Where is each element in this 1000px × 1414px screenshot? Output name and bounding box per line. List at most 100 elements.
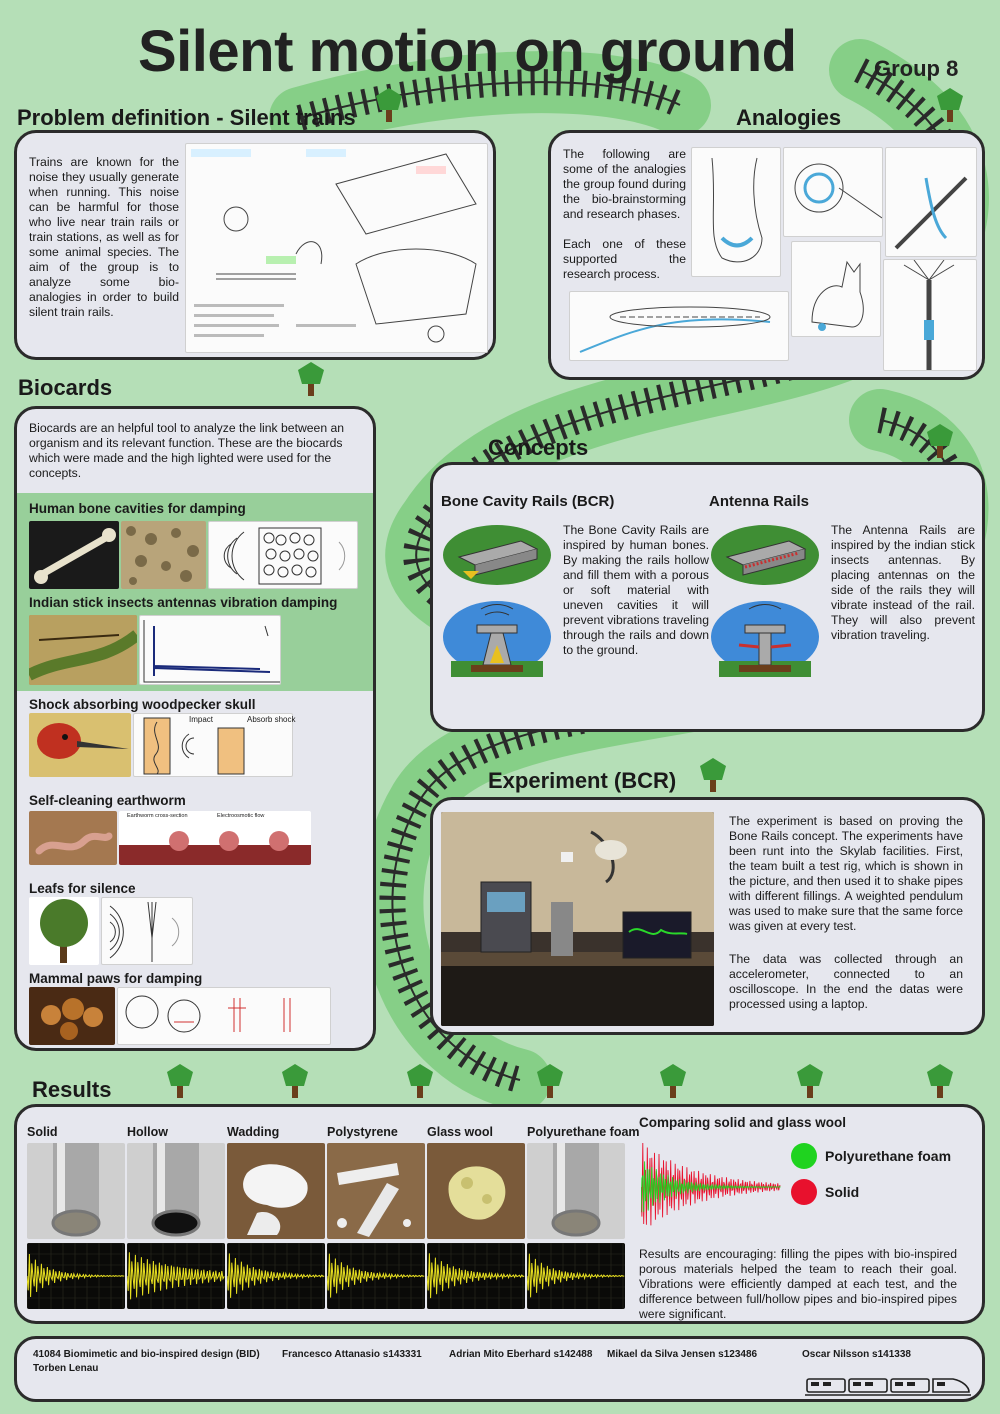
antenna-text: The Antenna Rails are inspired by the in… bbox=[831, 523, 975, 642]
woodpecker-photo bbox=[29, 713, 131, 777]
page-title: Silent motion on ground bbox=[138, 19, 797, 84]
footer-panel: 41084 Biomimetic and bio-inspired design… bbox=[14, 1336, 985, 1402]
material-label: Hollow bbox=[127, 1125, 168, 1139]
analogies-text-1: The following are some of the analogies … bbox=[563, 147, 686, 221]
legend-label-polyurethane: Polyurethane foam bbox=[825, 1148, 952, 1164]
analogies-heading: Analogies bbox=[736, 105, 842, 130]
analogies-sketch-train bbox=[569, 291, 789, 361]
material-label: Glass wool bbox=[427, 1125, 493, 1139]
biocard-title-bone: Human bone cavities for damping bbox=[29, 501, 246, 516]
tree-icon bbox=[797, 1064, 823, 1098]
footer-course: 41084 Biomimetic and bio-inspired design… bbox=[33, 1349, 260, 1360]
oscilloscope-trace bbox=[527, 1243, 625, 1309]
problem-heading: Problem definition - Silent trains bbox=[17, 105, 356, 130]
tree-icon bbox=[407, 1064, 433, 1098]
stick-insect-graph bbox=[139, 615, 281, 685]
footer-author-1: Francesco Attanasio s143331 bbox=[282, 1349, 422, 1360]
tree-icon bbox=[376, 88, 402, 122]
tree-icon bbox=[537, 1064, 563, 1098]
material-photo-wadding bbox=[227, 1143, 325, 1239]
problem-sketch bbox=[185, 143, 488, 353]
biocard-title-woodpecker: Shock absorbing woodpecker skull bbox=[29, 697, 256, 712]
oscilloscope-trace bbox=[227, 1243, 325, 1309]
footer-author-3: Mikael da Silva Jensen s123486 bbox=[607, 1349, 758, 1360]
legend-dot-green bbox=[791, 1143, 817, 1169]
material-photo-foam bbox=[527, 1143, 625, 1239]
earthworm-photo bbox=[29, 811, 117, 865]
analogies-sketch-bone bbox=[691, 147, 781, 277]
results-conclusion: Results are encouraging: filling the pip… bbox=[639, 1247, 957, 1321]
bcr-title: Bone Cavity Rails (BCR) bbox=[441, 493, 615, 510]
biocards-panel: Biocards are an helpful tool to analyze … bbox=[14, 406, 376, 1051]
legend-solid: Solid bbox=[791, 1179, 859, 1205]
problem-panel: Trains are known for the noise they usua… bbox=[14, 130, 496, 360]
stick-insect-photo bbox=[29, 615, 137, 685]
tree-icon bbox=[298, 362, 324, 396]
results-heading: Results bbox=[32, 1077, 112, 1102]
footer-teacher: Torben Lenau bbox=[33, 1363, 99, 1374]
biocard-title-paws: Mammal paws for damping bbox=[29, 971, 203, 986]
biocard-title-earthworm: Self-cleaning earthworm bbox=[29, 793, 186, 808]
paw-photo bbox=[29, 987, 115, 1045]
concepts-heading: Concepts bbox=[488, 435, 589, 460]
tree-icon bbox=[937, 88, 963, 122]
experiment-panel: The experiment is based on proving the B… bbox=[430, 797, 985, 1035]
woodpecker-impact-label: Impact bbox=[189, 715, 214, 724]
biocard-title-stick-insect: Indian stick insects antennas vibration … bbox=[29, 595, 338, 610]
paws-diagram bbox=[117, 987, 331, 1045]
bcr-section-illustration bbox=[441, 593, 553, 685]
analogies-panel: The following are some of the analogies … bbox=[548, 130, 985, 380]
footer-author-2: Adrian Mito Eberhard s142488 bbox=[449, 1349, 593, 1360]
woodpecker-absorb-label: Absorb shock bbox=[247, 715, 296, 724]
material-photo-solid bbox=[27, 1143, 125, 1239]
legend-label-solid: Solid bbox=[825, 1184, 860, 1200]
woodpecker-diagram bbox=[133, 713, 293, 777]
experiment-photo bbox=[441, 812, 714, 1026]
antenna-title: Antenna Rails bbox=[709, 493, 810, 510]
tree-icon bbox=[927, 1064, 953, 1098]
material-photo-hollow bbox=[127, 1143, 225, 1239]
tree-photo bbox=[29, 897, 99, 965]
biocards-intro: Biocards are an helpful tool to analyze … bbox=[29, 421, 345, 480]
analogies-sketch-woodpecker bbox=[783, 147, 883, 237]
material-photo-glasswool bbox=[427, 1143, 525, 1239]
bone-photo bbox=[29, 521, 119, 589]
tree-icon bbox=[167, 1064, 193, 1098]
material-label: Wadding bbox=[227, 1125, 280, 1139]
material-label: Polystyrene bbox=[327, 1125, 398, 1139]
legend-dot-red bbox=[791, 1179, 817, 1205]
concepts-panel: Bone Cavity Rails (BCR) The Bone Cavity … bbox=[430, 462, 985, 732]
earthworm-diagram bbox=[119, 811, 311, 865]
analogies-sketch-plant bbox=[883, 259, 977, 371]
material-label: Solid bbox=[27, 1125, 58, 1139]
comparison-waveform bbox=[641, 1137, 781, 1237]
material-photo-polystyrene bbox=[327, 1143, 425, 1239]
legend-polyurethane: Polyurethane foam bbox=[791, 1143, 951, 1169]
analogies-sketch-cat bbox=[791, 241, 881, 337]
antenna-rail-illustration bbox=[709, 519, 821, 587]
train-icon bbox=[805, 1378, 971, 1396]
tree-icon bbox=[282, 1064, 308, 1098]
comparison-title: Comparing solid and glass wool bbox=[639, 1115, 847, 1130]
group-label: Group 8 bbox=[874, 56, 959, 81]
oscilloscope-trace bbox=[27, 1243, 125, 1309]
biocards-heading: Biocards bbox=[18, 375, 113, 400]
bone-texture-photo bbox=[121, 521, 206, 589]
analogies-text-2: Each one of these supported the research… bbox=[563, 237, 686, 281]
oscilloscope-trace bbox=[427, 1243, 525, 1309]
bcr-rail-illustration bbox=[441, 519, 553, 587]
bone-diagram bbox=[208, 521, 358, 589]
problem-text: Trains are known for the noise they usua… bbox=[29, 155, 179, 319]
earthworm-label-1: Earthworm cross-section bbox=[127, 813, 188, 819]
experiment-heading: Experiment (BCR) bbox=[488, 768, 677, 793]
oscilloscope-trace bbox=[327, 1243, 425, 1309]
analogies-sketch-antenna bbox=[885, 147, 977, 257]
earthworm-label-2: Electroosmotic flow bbox=[217, 813, 265, 819]
oscilloscope-trace bbox=[127, 1243, 225, 1309]
experiment-text-1: The experiment is based on proving the B… bbox=[729, 814, 963, 933]
material-label: Polyurethane foam bbox=[527, 1125, 640, 1139]
biocard-title-leafs: Leafs for silence bbox=[29, 881, 136, 896]
bcr-text: The Bone Cavity Rails are inspired by hu… bbox=[563, 523, 709, 657]
tree-icon bbox=[700, 758, 726, 792]
